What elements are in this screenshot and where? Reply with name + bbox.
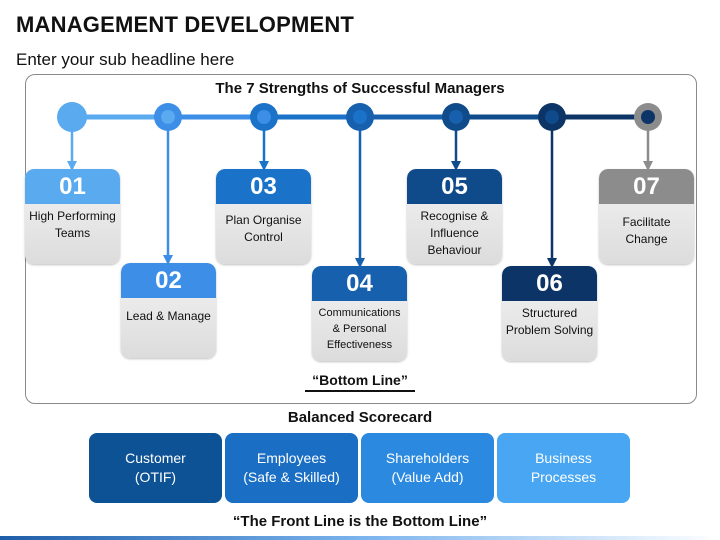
timeline-node-center	[641, 110, 655, 124]
page-title: MANAGEMENT DEVELOPMENT	[16, 12, 355, 37]
step-card-06: 06 Structured Problem Solving	[502, 266, 597, 361]
timeline-node-center	[353, 110, 367, 124]
step-label: High Performing Teams	[29, 209, 116, 240]
scorecard-box-line2: (OTIF)	[134, 469, 177, 485]
step-card-01: 01 High Performing Teams	[25, 169, 120, 264]
scorecard-box-line2: (Value Add)	[391, 469, 464, 485]
step-number: 05	[407, 169, 502, 204]
step-number: 02	[121, 263, 216, 298]
step-label: Communications & Personal Effectiveness	[318, 307, 401, 351]
step-label: Lead & Manage	[126, 309, 211, 323]
timeline-node-center	[545, 110, 559, 124]
scorecard-box-customer: Customer (OTIF)	[89, 433, 222, 503]
step-label: Facilitate Change	[622, 215, 671, 246]
scorecard-title: Balanced Scorecard	[287, 409, 433, 426]
strengths-title: The 7 Strengths of Successful Managers	[215, 80, 505, 97]
bottom-accent-bar	[0, 536, 720, 540]
step-card-04: 04 Communications & Personal Effectivene…	[312, 266, 407, 361]
scorecard-box-line1: Customer	[125, 450, 186, 466]
step-number: 07	[599, 169, 694, 204]
timeline-node	[57, 102, 87, 132]
step-number: 06	[502, 266, 597, 301]
timeline-node-center	[449, 110, 463, 124]
step-label: Recognise & Influence Behaviour	[420, 209, 489, 257]
scorecard-box-line2: (Safe & Skilled)	[243, 469, 340, 485]
step-number: 03	[216, 169, 311, 204]
timeline-node-center	[161, 110, 175, 124]
step-card-07: 07 Facilitate Change	[599, 169, 694, 264]
scorecard-box-employees: Employees (Safe & Skilled)	[225, 433, 358, 503]
scorecard-box-shareholders: Shareholders (Value Add)	[361, 433, 494, 503]
scorecard-box-line1: Shareholders	[385, 450, 470, 466]
timeline-node-center	[257, 110, 271, 124]
step-card-02: 02 Lead & Manage	[121, 263, 216, 358]
scorecard-box-line1: Business	[535, 450, 592, 466]
step-label: Plan Organise Control	[225, 213, 302, 244]
footer-quote: “The Front Line is the Bottom Line”	[232, 513, 488, 530]
step-number: 01	[25, 169, 120, 204]
scorecard-box-line1: Employees	[256, 450, 327, 466]
page-subtitle: Enter your sub headline here	[16, 50, 235, 69]
scorecard-box-business-processes: Business Processes	[497, 433, 630, 503]
scorecard-box-line2: Processes	[530, 469, 597, 485]
bottom-line-label: “Bottom Line”	[305, 372, 415, 392]
step-card-03: 03 Plan Organise Control	[216, 169, 311, 264]
step-label: Structured Problem Solving	[505, 306, 594, 337]
step-number: 04	[312, 266, 407, 301]
step-card-05: 05 Recognise & Influence Behaviour	[407, 169, 502, 264]
